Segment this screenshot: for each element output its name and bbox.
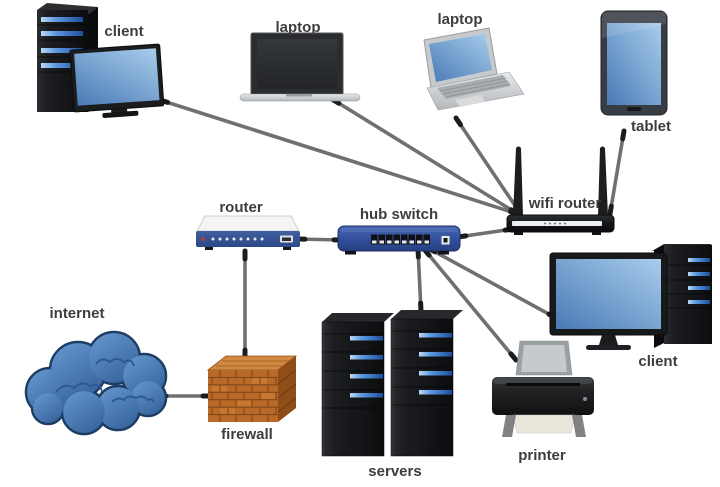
monitor-screen <box>74 48 160 106</box>
label-client-1: client <box>104 23 143 40</box>
label-servers: servers <box>368 463 421 480</box>
cable-hub-switch-client-2 <box>426 246 558 320</box>
router-foot <box>205 247 213 250</box>
router-usb-inner <box>282 237 291 241</box>
hub-foot <box>438 251 449 255</box>
router-foot <box>514 232 523 235</box>
cloud-squiggles <box>55 358 155 403</box>
printer-body <box>492 377 594 415</box>
firewall-top-lines <box>216 360 292 367</box>
device-internet-cloud <box>24 330 168 436</box>
printer-paper <box>521 345 567 372</box>
firewall-mortar-rows <box>208 376 278 416</box>
device-router <box>196 215 300 250</box>
cable-hub-switch-printer <box>508 351 519 363</box>
router-top <box>196 215 300 232</box>
printer-slot <box>506 383 580 386</box>
label-hub-switch: hub switch <box>360 206 438 223</box>
server-tower-right <box>390 310 463 457</box>
antenna-right-tip <box>600 146 605 152</box>
tower-leds <box>41 17 83 68</box>
device-client-1 <box>37 3 165 118</box>
antenna-right <box>598 148 608 216</box>
device-client-2 <box>549 244 712 350</box>
label-printer: printer <box>518 447 566 464</box>
label-wifi-router: wifi router <box>528 195 602 212</box>
device-servers <box>321 310 463 457</box>
device-laptop-2 <box>423 27 525 111</box>
device-printer <box>492 340 594 437</box>
firewall-mortar-joints <box>211 370 277 422</box>
device-tablet <box>600 10 668 116</box>
cable-laptop-1-wifi-router <box>330 97 520 216</box>
router-port-leds <box>211 237 264 241</box>
monitor-screen <box>556 259 661 329</box>
tower-leds <box>688 258 710 304</box>
printer-leg <box>572 415 586 437</box>
cable-tablet-wifi-router <box>620 128 627 142</box>
printer-output <box>512 414 576 434</box>
device-laptop-1 <box>239 32 361 102</box>
tablet-gloss <box>602 12 666 38</box>
label-internet: internet <box>49 305 104 322</box>
cable-hub-switch-printer <box>422 247 518 362</box>
firewall-side-lines <box>277 369 297 413</box>
tablet-screen <box>607 23 661 105</box>
laptop-notch <box>286 94 312 97</box>
router-power-led <box>201 237 205 241</box>
cable-client-1-wifi-router <box>158 98 520 216</box>
cable-laptop-2-wifi-router <box>453 115 463 128</box>
label-router: router <box>219 199 263 216</box>
antenna-left <box>513 148 523 216</box>
hub-ports <box>371 234 430 245</box>
monitor-base <box>102 110 139 118</box>
router-foot <box>283 247 291 250</box>
printer-status-light <box>583 397 587 401</box>
cable-tablet-wifi-router <box>608 129 626 216</box>
label-firewall: firewall <box>221 426 273 443</box>
monitor <box>69 43 165 118</box>
keyboard-rows <box>439 77 511 98</box>
hub-uplink-inner <box>443 238 448 243</box>
monitor-base <box>586 345 631 350</box>
tower-bays <box>664 264 712 309</box>
label-laptop-1: laptop <box>276 19 321 36</box>
hub-foot <box>345 251 356 255</box>
router-stripe <box>512 221 602 226</box>
device-hub-switch <box>337 225 461 255</box>
laptop-screen <box>429 34 492 82</box>
antenna-left-tip <box>516 146 521 152</box>
label-client-2: client <box>638 353 677 370</box>
device-firewall <box>206 355 298 422</box>
label-tablet: tablet <box>631 118 671 135</box>
server-tower-left <box>321 313 394 457</box>
tablet-home-button <box>627 107 641 111</box>
laptop-touchpad <box>455 95 485 107</box>
laptop-screen <box>257 39 337 89</box>
printer-sheen <box>494 378 592 384</box>
router-leds <box>544 222 566 225</box>
cable-laptop-2-wifi-router <box>454 116 522 215</box>
label-laptop-2: laptop <box>438 11 483 28</box>
router-foot <box>592 232 601 235</box>
cloud-fill <box>27 333 165 433</box>
firewall-side <box>278 356 296 422</box>
monitor-neck <box>599 335 618 345</box>
cable-tablet-wifi-router <box>607 203 614 217</box>
hub-highlight <box>341 228 457 232</box>
printer-leg <box>502 415 516 437</box>
device-wifi-router <box>506 146 615 235</box>
tower-bays <box>37 24 88 73</box>
